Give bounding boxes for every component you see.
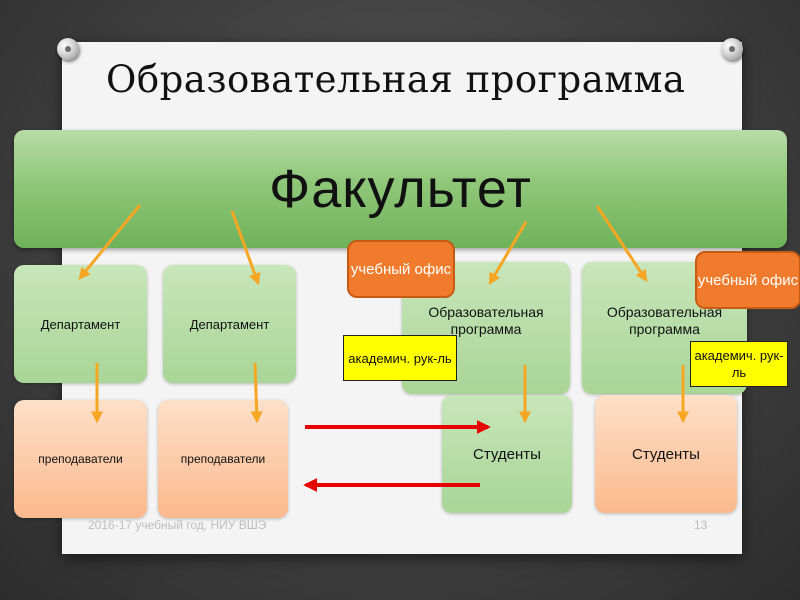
academic-office-right-callout: учебный офис [695, 251, 800, 309]
teachers-left-box: преподаватели [14, 400, 147, 518]
teachers-right-box: преподаватели [158, 400, 288, 518]
students-left-box: Студенты [442, 395, 572, 513]
slide-footer: 2016-17 учебный год, НИУ ВШЭ [88, 518, 267, 532]
slide-title: Образовательная программа [106, 58, 686, 101]
faculty-box: Факультет [14, 130, 787, 248]
pushpin-icon [57, 38, 79, 60]
department-left-box: Департамент [14, 265, 147, 383]
pushpin-icon [721, 38, 743, 60]
students-right-box: Студенты [595, 395, 737, 513]
slide-number: 13 [694, 518, 708, 532]
department-right-box: Департамент [163, 265, 296, 383]
academic-head-right-callout: академич. рук-ль [690, 341, 788, 387]
academic-office-left-callout: учебный офис [347, 240, 455, 298]
academic-head-left-callout: академич. рук-ль [343, 335, 457, 381]
